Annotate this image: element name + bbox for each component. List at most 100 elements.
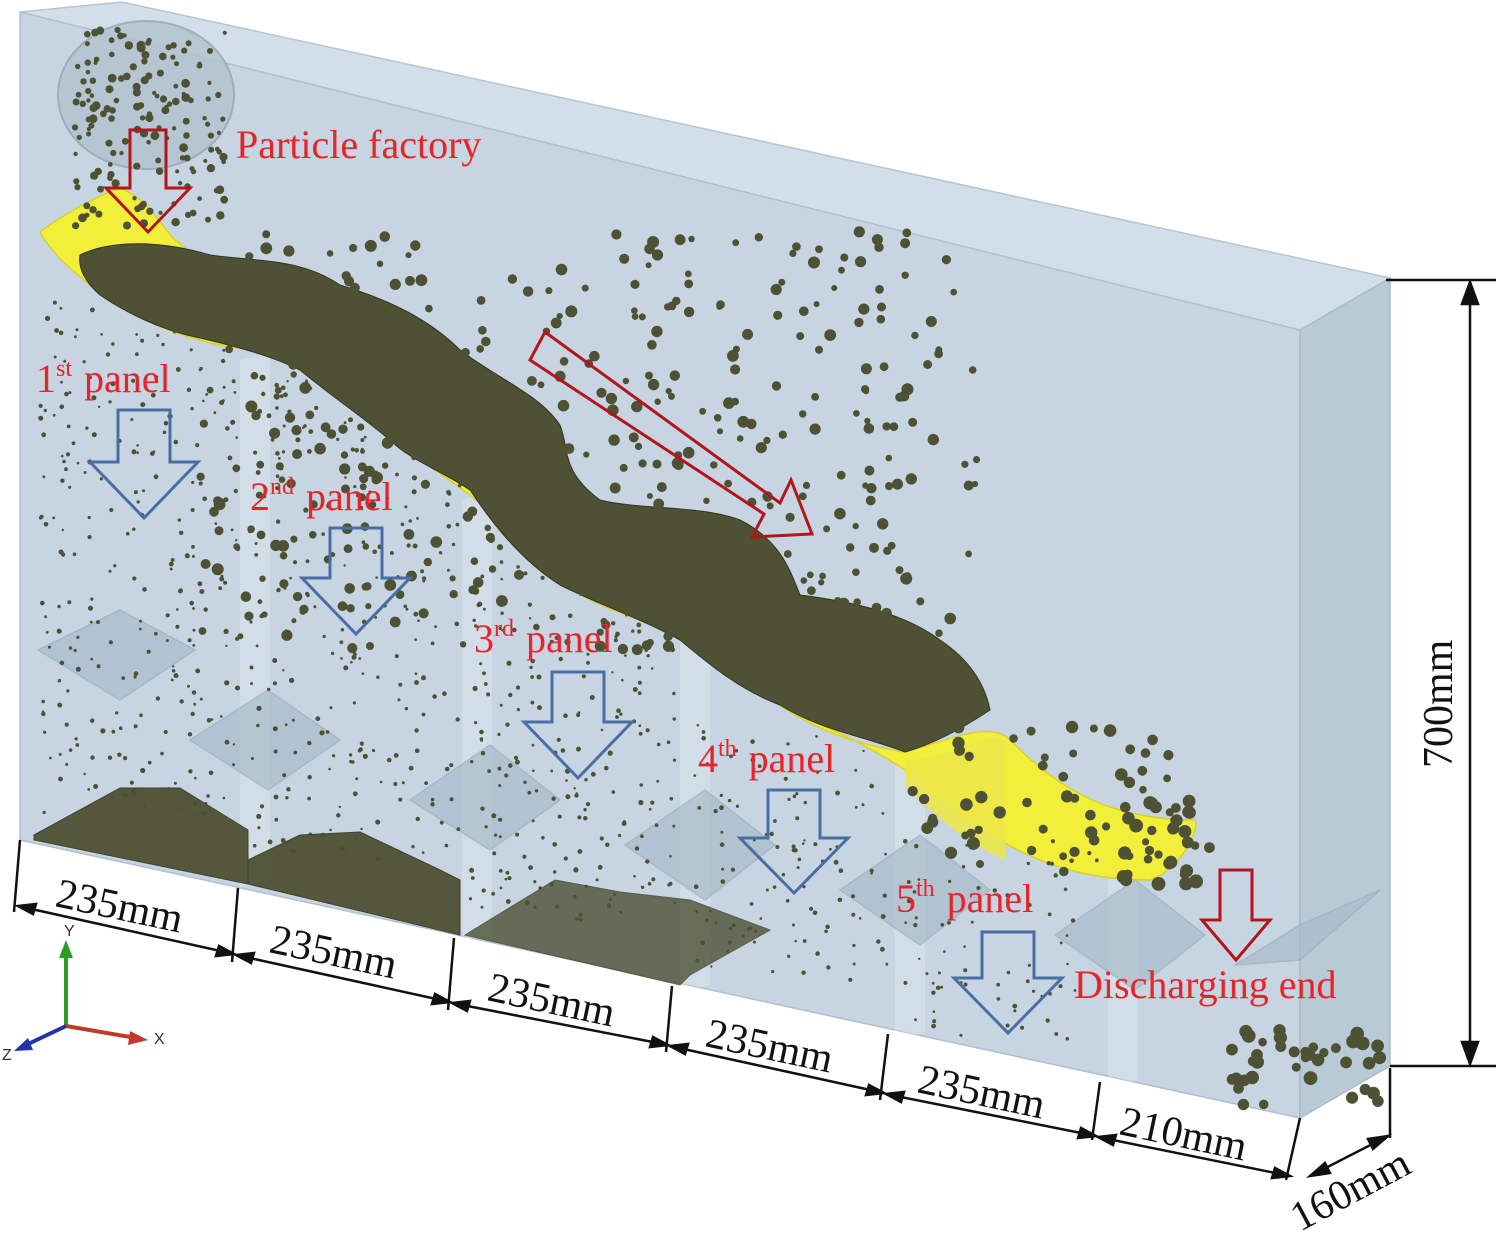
- particle: [174, 61, 179, 67]
- particle: [326, 503, 332, 509]
- particle: [931, 1023, 936, 1029]
- particle: [719, 842, 725, 847]
- particle: [507, 274, 518, 284]
- particle: [481, 443, 492, 453]
- particle: [656, 482, 667, 493]
- particle: [194, 330, 198, 334]
- particle: [91, 28, 99, 37]
- particle: [730, 867, 736, 872]
- particle: [558, 656, 563, 662]
- particle: [74, 335, 77, 339]
- particle: [801, 842, 805, 845]
- particle: [282, 669, 285, 672]
- particle: [214, 526, 224, 536]
- particle: [172, 328, 178, 334]
- particle: [165, 639, 169, 642]
- particle: [1125, 852, 1134, 861]
- particle: [871, 234, 883, 246]
- particle: [1226, 1043, 1238, 1056]
- particle: [343, 421, 347, 425]
- particle: [906, 898, 912, 904]
- particle: [736, 435, 744, 442]
- particle: [191, 545, 195, 549]
- particle: [87, 535, 92, 540]
- particle: [403, 604, 408, 609]
- particle: [931, 990, 936, 995]
- particle: [710, 965, 713, 968]
- particle: [996, 982, 1000, 987]
- particle: [514, 569, 524, 580]
- particle: [862, 482, 869, 489]
- particle: [266, 413, 272, 419]
- particle: [904, 921, 907, 924]
- particle: [605, 392, 618, 405]
- particle: [1178, 825, 1192, 838]
- particle: [947, 920, 951, 925]
- particle: [742, 328, 754, 340]
- particle: [769, 831, 774, 837]
- particle: [403, 529, 415, 540]
- particle: [79, 100, 87, 108]
- particle: [619, 253, 630, 264]
- particle: [66, 689, 70, 693]
- particle: [290, 371, 297, 378]
- particle: [240, 591, 252, 602]
- particle: [107, 162, 113, 167]
- particle: [349, 759, 353, 764]
- particle: [114, 26, 121, 34]
- dim-label-4: 235mm: [702, 1011, 837, 1083]
- particle: [601, 620, 611, 630]
- particle: [132, 196, 137, 201]
- particle: [710, 461, 718, 469]
- particle: [565, 794, 571, 800]
- particle: [482, 406, 489, 413]
- particle: [225, 345, 234, 354]
- particle: [141, 58, 148, 65]
- particle: [699, 407, 706, 415]
- particle: [838, 597, 850, 609]
- particle: [376, 260, 384, 268]
- particle-bed: [79, 243, 991, 753]
- particle: [284, 723, 288, 727]
- particle: [449, 797, 454, 802]
- particle: [291, 618, 297, 624]
- particle: [368, 490, 372, 494]
- particle: [353, 652, 357, 657]
- particle: [665, 388, 672, 395]
- particle: [603, 765, 609, 771]
- particle: [267, 349, 275, 358]
- particle: [480, 739, 483, 742]
- particle: [638, 313, 646, 321]
- particle: [199, 419, 208, 428]
- particle: [498, 869, 503, 873]
- particle: [189, 600, 194, 606]
- particle: [876, 939, 881, 944]
- particle: [792, 923, 795, 927]
- particle: [595, 878, 599, 882]
- particle: [537, 705, 542, 711]
- particle: [422, 576, 427, 581]
- particle: [364, 239, 377, 252]
- particle: [557, 399, 570, 412]
- particle: [203, 607, 208, 612]
- particle: [434, 625, 437, 628]
- particle: [1046, 861, 1051, 866]
- particle: [192, 628, 196, 632]
- particle: [918, 957, 921, 960]
- particle: [206, 794, 210, 798]
- particle: [220, 715, 223, 718]
- particle: [672, 758, 677, 762]
- particle: [801, 970, 806, 975]
- red-arrows: [102, 128, 1274, 963]
- particle: [773, 819, 777, 823]
- particle: [170, 558, 175, 562]
- dim-line-5: [885, 1092, 1097, 1138]
- particle: [765, 888, 769, 892]
- dim-label-2: 235mm: [266, 917, 401, 989]
- particle: [75, 328, 79, 332]
- particle: [362, 753, 368, 759]
- panel-arrows: [86, 408, 1066, 1036]
- particle: [329, 706, 333, 710]
- particle: [970, 920, 974, 924]
